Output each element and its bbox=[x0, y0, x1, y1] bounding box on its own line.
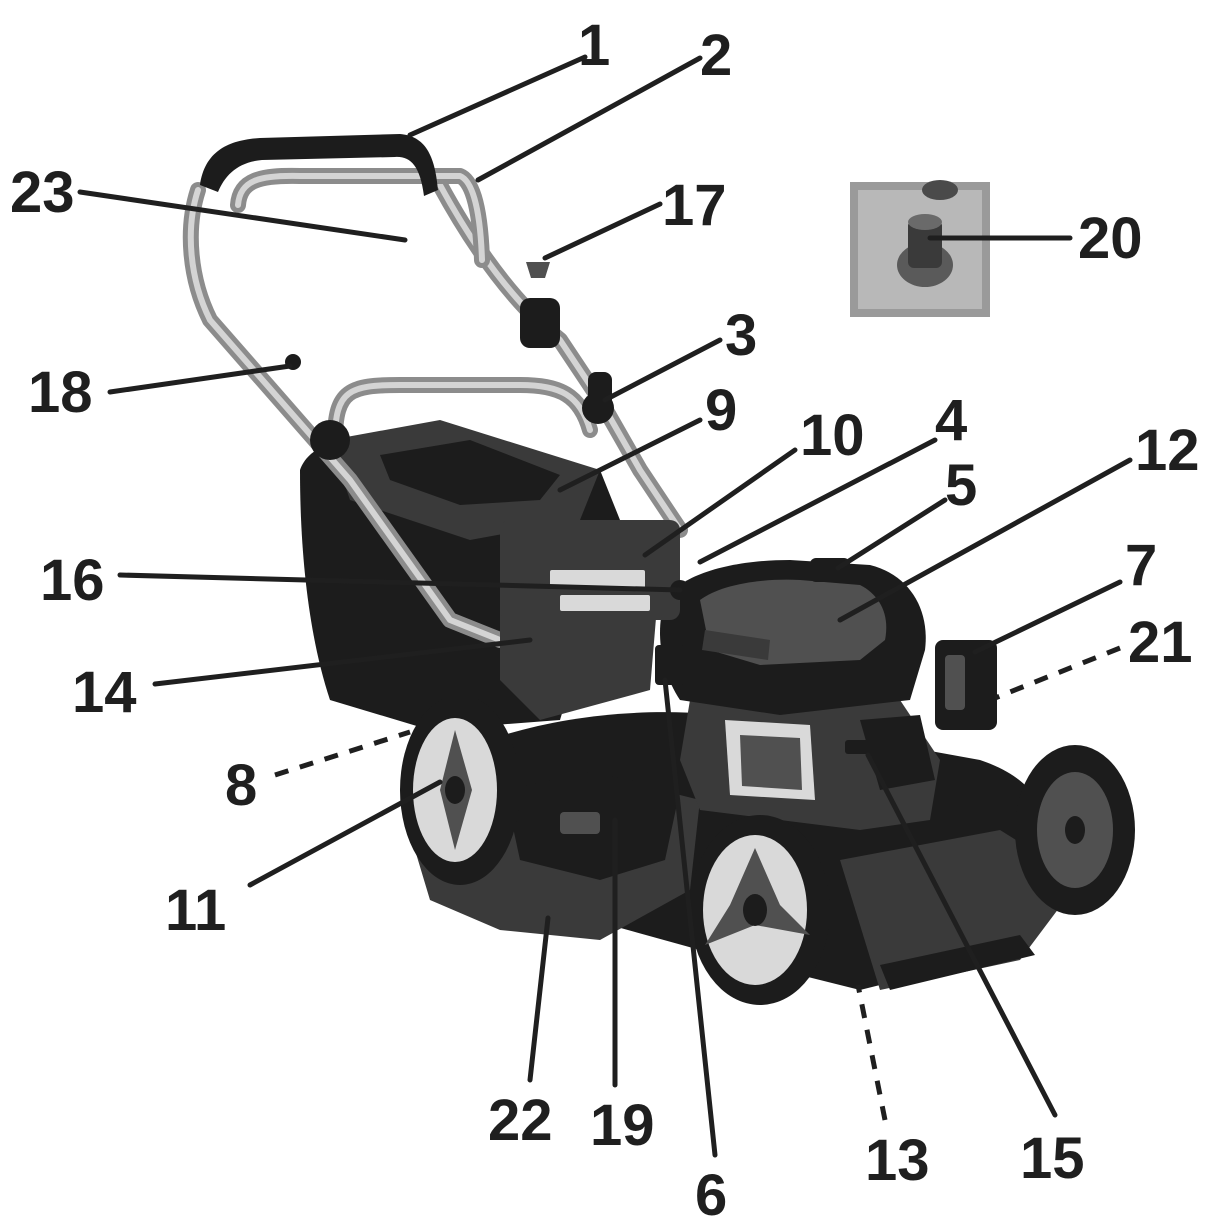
handle-frame bbox=[182, 167, 688, 648]
callout-19: 19 bbox=[590, 1093, 655, 1158]
leader-18 bbox=[107, 363, 293, 395]
callout-9: 9 bbox=[705, 378, 737, 443]
leader-1 bbox=[407, 54, 588, 138]
callout-12: 12 bbox=[1135, 418, 1200, 483]
callout-15: 15 bbox=[1020, 1126, 1085, 1191]
leader-12 bbox=[837, 457, 1133, 623]
leader-6 bbox=[662, 677, 718, 1158]
callout-18: 18 bbox=[28, 360, 93, 425]
height-knob bbox=[588, 372, 612, 412]
leader-23 bbox=[77, 189, 408, 243]
handle-clamp-left bbox=[310, 420, 350, 460]
callout-11: 11 bbox=[165, 878, 226, 943]
callout-22: 22 bbox=[488, 1088, 553, 1153]
callout-16: 16 bbox=[40, 548, 105, 613]
callout-4: 4 bbox=[935, 388, 967, 453]
grass-catcher-lid-rib bbox=[380, 440, 560, 505]
rear-wheel bbox=[400, 695, 520, 885]
handle-grip bbox=[200, 134, 438, 196]
leader-11 bbox=[247, 779, 443, 888]
leader-8 bbox=[274, 729, 411, 778]
callout-17: 17 bbox=[662, 173, 727, 238]
callout-3: 3 bbox=[725, 303, 757, 368]
callout-1: 1 bbox=[578, 13, 610, 78]
callout-labels: 1 2 3 4 5 6 7 8 9 10 11 12 13 14 15 16 1… bbox=[10, 13, 1200, 1221]
leader-2 bbox=[475, 55, 703, 183]
inset-detail bbox=[850, 180, 990, 317]
leader-9 bbox=[557, 417, 703, 493]
front-wheel-left bbox=[690, 815, 830, 1005]
leader-16 bbox=[117, 572, 683, 593]
callout-8: 8 bbox=[225, 753, 257, 818]
callout-5: 5 bbox=[945, 453, 977, 518]
lock-knob bbox=[526, 262, 550, 278]
leader-lines bbox=[77, 54, 1133, 1158]
leader-4 bbox=[697, 437, 938, 565]
callout-6: 6 bbox=[695, 1163, 727, 1221]
fuel-tank-cap bbox=[655, 645, 685, 685]
callout-23: 23 bbox=[10, 160, 75, 225]
air-filter bbox=[935, 640, 997, 730]
leader-14 bbox=[152, 637, 533, 687]
warning-sticker-1 bbox=[550, 570, 645, 588]
inset-bolt-head bbox=[908, 214, 942, 230]
leader-3 bbox=[602, 337, 723, 403]
leader-10 bbox=[642, 447, 798, 558]
mower-drawing bbox=[182, 134, 1135, 1005]
callout-10: 10 bbox=[800, 403, 865, 468]
mulch-flap-slot bbox=[560, 812, 600, 834]
leader-21 bbox=[994, 645, 1121, 701]
leader-13 bbox=[855, 984, 888, 1121]
leader-17 bbox=[542, 201, 663, 261]
callout-21: 21 bbox=[1128, 610, 1193, 675]
engine-fins-shade bbox=[740, 735, 802, 790]
callout-13: 13 bbox=[865, 1128, 930, 1193]
leader-7 bbox=[972, 579, 1123, 655]
callout-7: 7 bbox=[1125, 533, 1157, 598]
front-skirt-teeth bbox=[880, 935, 1035, 990]
inset-bolt-top bbox=[922, 180, 958, 200]
leader-22 bbox=[527, 915, 551, 1083]
shroud-vents bbox=[702, 630, 770, 660]
inset-bolt-shaft bbox=[908, 220, 942, 268]
callout-14: 14 bbox=[72, 660, 137, 725]
callout-20: 20 bbox=[1078, 206, 1143, 271]
warning-sticker-2 bbox=[560, 595, 650, 611]
callout-2: 2 bbox=[700, 23, 732, 88]
spark-plug bbox=[845, 740, 875, 754]
front-wheel-right bbox=[1015, 745, 1135, 915]
leader-15 bbox=[865, 752, 1058, 1118]
throttle-lever bbox=[520, 298, 560, 348]
air-filter-trim bbox=[945, 655, 965, 710]
leader-5 bbox=[835, 497, 948, 571]
